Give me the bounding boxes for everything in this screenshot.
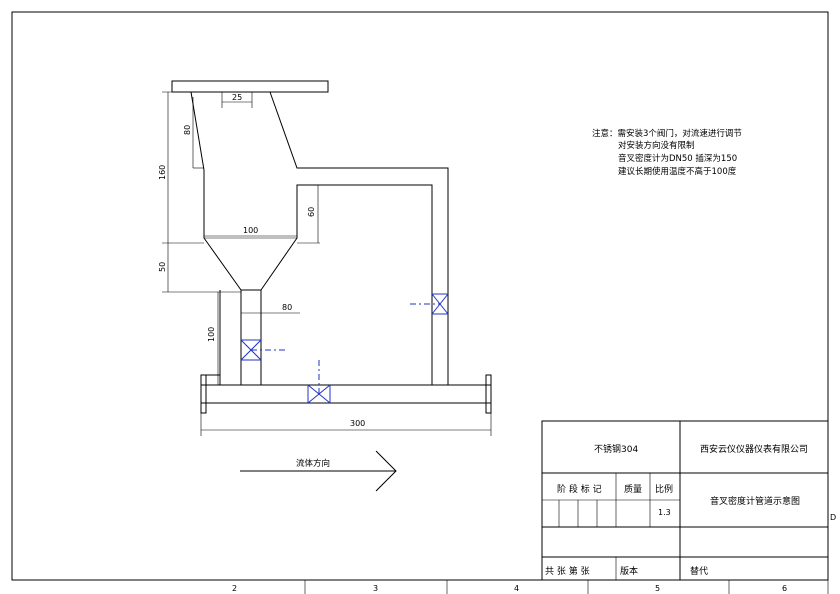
vessel-neck	[260, 184, 448, 386]
valve-symbol-bottom	[307, 360, 331, 404]
material-label: 不锈钢304	[594, 443, 638, 455]
mass-label: 质量	[624, 483, 642, 495]
top-plate	[171, 80, 329, 93]
dim-25-text: 25	[232, 93, 242, 102]
valve-symbol-right	[410, 293, 449, 315]
dim-80h-text: 80	[282, 303, 292, 312]
scale-value: 1.3	[658, 508, 671, 517]
dim-300-text: 300	[350, 419, 365, 428]
dim-160-text: 160	[158, 165, 167, 180]
scale-label: 比例	[655, 483, 673, 495]
vessel-left-outline	[190, 91, 242, 385]
flow-arrow-head	[375, 450, 397, 492]
vessel-inner-outline	[200, 374, 221, 385]
dim-50-text: 50	[158, 262, 167, 272]
flow-direction-label: 流体方向	[296, 458, 330, 469]
sheets-label: 共 张 第 张	[545, 565, 590, 577]
dim-60-text: 60	[307, 207, 316, 217]
replaces-label: 替代	[690, 565, 708, 577]
zone-letter: D	[830, 513, 836, 522]
note-line-2: 对安装方向没有限制	[618, 140, 695, 151]
zone-number: 2	[232, 584, 237, 593]
zone-number: 5	[655, 584, 660, 593]
note-line-4: 建议长期使用温度不高于100度	[618, 166, 737, 177]
dim-100v-text: 100	[207, 327, 216, 342]
right-flange	[485, 374, 492, 414]
drawing-frame	[11, 11, 829, 581]
dim-80v-text: 80	[183, 125, 192, 135]
stage-marking-label: 阶 段 标 记	[557, 483, 602, 495]
left-flange	[200, 374, 207, 414]
zone-number: 4	[514, 584, 519, 593]
zone-number: 6	[782, 584, 787, 593]
company-name: 西安云仪仪器仪表有限公司	[700, 443, 808, 455]
note-line-1: 注意：需安装3个阀门，对流速进行调节	[592, 128, 742, 139]
vessel-right-outline	[269, 91, 491, 386]
dim-100h-text: 100	[243, 226, 258, 235]
zone-number: 3	[373, 584, 378, 593]
title-block	[541, 420, 829, 581]
version-label: 版本	[620, 565, 638, 577]
valve-symbol-left	[240, 339, 285, 361]
note-line-3: 音叉密度计为DN50 插深为150	[618, 153, 737, 164]
drawing-title: 音叉密度计管道示意图	[710, 495, 800, 507]
main-pipe	[200, 384, 492, 404]
